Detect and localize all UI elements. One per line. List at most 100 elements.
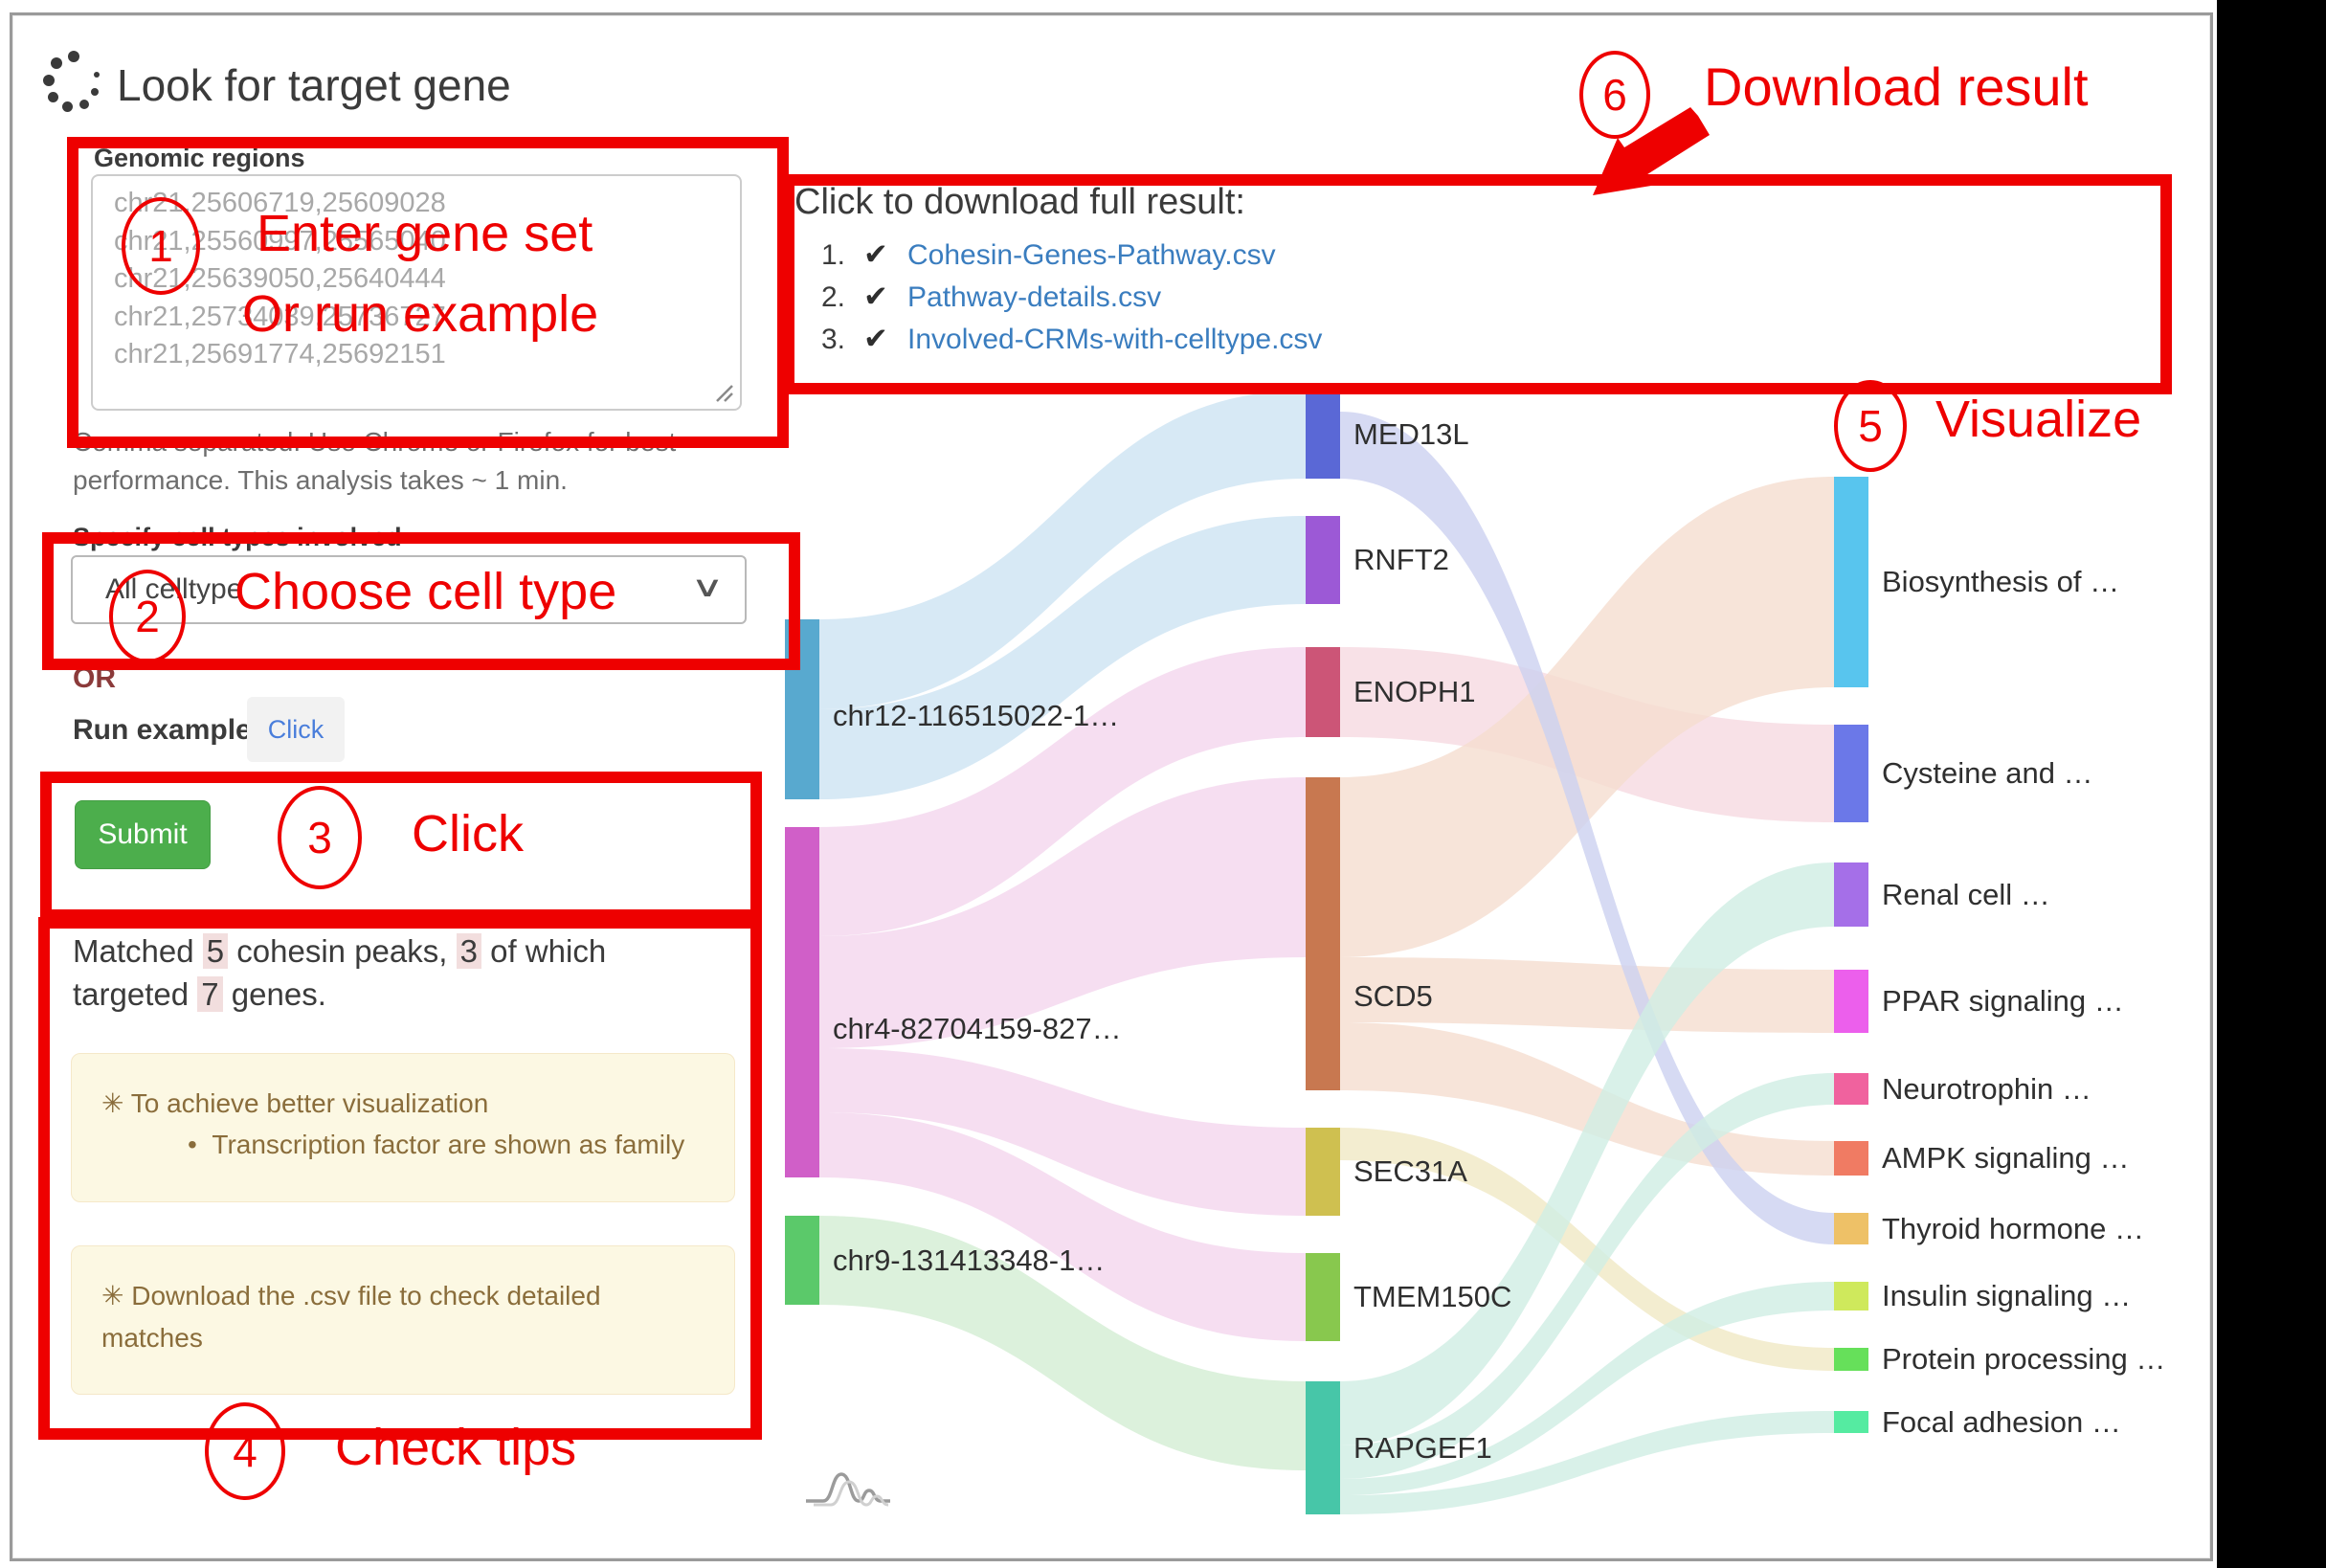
sankey-flow-chr12-MED13L xyxy=(819,391,1306,709)
sankey-label-SCD5: SCD5 xyxy=(1353,978,1433,1013)
spinner-logo-icon xyxy=(43,51,104,112)
annotation-label-3: Click xyxy=(412,805,524,862)
sankey-flow-chr4-TMEM150C xyxy=(819,1112,1306,1341)
run-example-click-button[interactable]: Click xyxy=(247,697,345,762)
matched-summary-line2: targeted 7 genes. xyxy=(73,976,326,1012)
annotation-label-2: Choose cell type xyxy=(235,563,617,620)
sankey-node-thyroid[interactable] xyxy=(1834,1213,1868,1244)
tip1-line: ✳ To achieve better visualization xyxy=(101,1088,489,1118)
sankey-label-RNFT2: RNFT2 xyxy=(1353,543,1449,576)
sankey-node-SEC31A[interactable] xyxy=(1306,1128,1340,1216)
tip2-line2: matches xyxy=(101,1323,203,1353)
annotation-label-1a: Enter gene set xyxy=(257,205,593,262)
sankey-label-TMEM150C: TMEM150C xyxy=(1353,1280,1512,1313)
sankey-node-protein[interactable] xyxy=(1834,1348,1868,1371)
placeholder-line: chr21,25691774,25692151 xyxy=(114,339,446,370)
sankey-flow-chr4-SEC31A xyxy=(819,1048,1306,1216)
sankey-label-ppar: PPAR signaling … xyxy=(1882,984,2124,1018)
check-icon: ✔ xyxy=(863,280,888,313)
textarea-help-line1: Comma separated. Use Chrome or Firefox f… xyxy=(73,427,677,457)
asterisk-icon: ✳ xyxy=(101,1281,124,1310)
matched-genes-count: 7 xyxy=(197,976,223,1012)
sankey-node-chr12[interactable] xyxy=(785,619,819,799)
matched-peaks-count: 5 xyxy=(202,933,229,969)
sankey-node-focal[interactable] xyxy=(1834,1411,1868,1433)
download-heading: Click to download full result: xyxy=(794,182,1245,222)
sankey-node-RAPGEF1[interactable] xyxy=(1306,1381,1340,1514)
chevron-down-icon: ∨ xyxy=(690,571,725,603)
textarea-resize-handle[interactable] xyxy=(713,382,734,403)
sankey-label-neuro: Neurotrophin … xyxy=(1882,1071,2091,1106)
sankey-node-chr9[interactable] xyxy=(785,1216,819,1305)
sankey-node-ampk[interactable] xyxy=(1834,1141,1868,1176)
right-black-margin xyxy=(2217,0,2326,1568)
sankey-label-chr12: chr12-116515022-1… xyxy=(833,699,1120,732)
celltype-label: Specify cell types involved xyxy=(73,523,402,551)
tip-visualization-box xyxy=(71,1053,735,1202)
sankey-label-renal: Renal cell … xyxy=(1882,877,2050,911)
sankey-node-ENOPH1[interactable] xyxy=(1306,647,1340,737)
tip2-line1: ✳ Download the .csv file to check detail… xyxy=(101,1281,601,1310)
sankey-label-ENOPH1: ENOPH1 xyxy=(1353,675,1476,708)
annotation-circle-6: 6 xyxy=(1579,51,1650,139)
sankey-label-insulin: Insulin signaling … xyxy=(1882,1279,2132,1312)
run-example-label: Run example xyxy=(73,714,252,746)
tip-download-box xyxy=(71,1245,735,1395)
page-title: Look for target gene xyxy=(117,60,511,110)
sankey-label-cys: Cysteine and … xyxy=(1882,756,2093,790)
sankey-label-MED13L: MED13L xyxy=(1353,417,1469,451)
textarea-help-line2: performance. This analysis takes ~ 1 min… xyxy=(73,465,568,495)
check-icon: ✔ xyxy=(863,322,888,355)
annotation-circle-3: 3 xyxy=(278,786,362,889)
annotation-label-4: Check tips xyxy=(335,1419,577,1476)
sankey-node-chr4[interactable] xyxy=(785,827,819,1177)
asterisk-icon: ✳ xyxy=(101,1088,124,1118)
annotation-arrow-icon xyxy=(1593,107,1710,195)
download-item-number: 1. xyxy=(821,239,846,271)
sankey-node-SCD5[interactable] xyxy=(1306,777,1340,1090)
matched-summary-line1: Matched 5 cohesin peaks, 3 of which xyxy=(73,933,607,969)
sankey-flow-chr4-ENOPH1 xyxy=(819,647,1306,936)
sankey-node-renal[interactable] xyxy=(1834,862,1868,927)
annotation-circle-1: 1 xyxy=(122,197,200,295)
tip1-bullet: • Transcription factor are shown as fami… xyxy=(188,1130,685,1159)
annotation-circle-4: 4 xyxy=(205,1402,285,1500)
download-item-number: 3. xyxy=(821,324,846,355)
sankey-label-SEC31A: SEC31A xyxy=(1353,1154,1467,1188)
download-item-number: 2. xyxy=(821,281,846,313)
peaks-wave-icon xyxy=(806,1472,890,1507)
sankey-label-bio: Biosynthesis of … xyxy=(1882,565,2120,598)
sankey-label-protein: Protein processing … xyxy=(1882,1342,2166,1376)
sankey-flow-chr4-SCD5 xyxy=(819,777,1306,1048)
sankey-label-RAPGEF1: RAPGEF1 xyxy=(1353,1430,1492,1465)
sankey-node-bio[interactable] xyxy=(1834,477,1868,687)
sankey-flow-RAPGEF1-neuro xyxy=(1340,1073,1834,1479)
sankey-label-focal: Focal adhesion … xyxy=(1882,1404,2121,1439)
matched-targeting-count: 3 xyxy=(456,933,481,969)
sankey-flow-SCD5-ampk xyxy=(1340,1022,1834,1176)
submit-button[interactable]: Submit xyxy=(75,800,211,869)
sankey-flow-MED13L-thyroid xyxy=(1340,412,1834,1244)
sankey-label-ampk: AMPK signaling … xyxy=(1882,1141,2130,1175)
genomic-regions-label: Genomic regions xyxy=(94,144,305,172)
download-csv-link[interactable]: Pathway-details.csv xyxy=(907,281,1162,313)
check-icon: ✔ xyxy=(863,237,888,271)
annotation-circle-5: 5 xyxy=(1834,380,1907,472)
sankey-node-cys[interactable] xyxy=(1834,725,1868,822)
sankey-label-thyroid: Thyroid hormone … xyxy=(1882,1211,2144,1245)
sankey-node-ppar[interactable] xyxy=(1834,970,1868,1033)
sankey-label-chr4: chr4-82704159-827… xyxy=(833,1012,1122,1045)
sankey-label-chr9: chr9-131413348-1… xyxy=(833,1243,1106,1277)
annotation-label-6: Download result xyxy=(1704,56,2089,117)
download-csv-link[interactable]: Cohesin-Genes-Pathway.csv xyxy=(907,239,1276,271)
sankey-node-MED13L[interactable] xyxy=(1306,391,1340,479)
annotation-label-1b: Or run example xyxy=(242,285,599,343)
sankey-node-insulin[interactable] xyxy=(1834,1282,1868,1310)
sankey-flow-chr12-RNFT2 xyxy=(819,516,1306,799)
sankey-node-neuro[interactable] xyxy=(1834,1073,1868,1105)
sankey-node-RNFT2[interactable] xyxy=(1306,516,1340,604)
annotation-label-5: Visualize xyxy=(1935,391,2142,448)
download-csv-link[interactable]: Involved-CRMs-with-celltype.csv xyxy=(907,324,1323,355)
placeholder-line: chr21,25734039,25736727 xyxy=(114,301,446,332)
sankey-node-TMEM150C[interactable] xyxy=(1306,1253,1340,1341)
